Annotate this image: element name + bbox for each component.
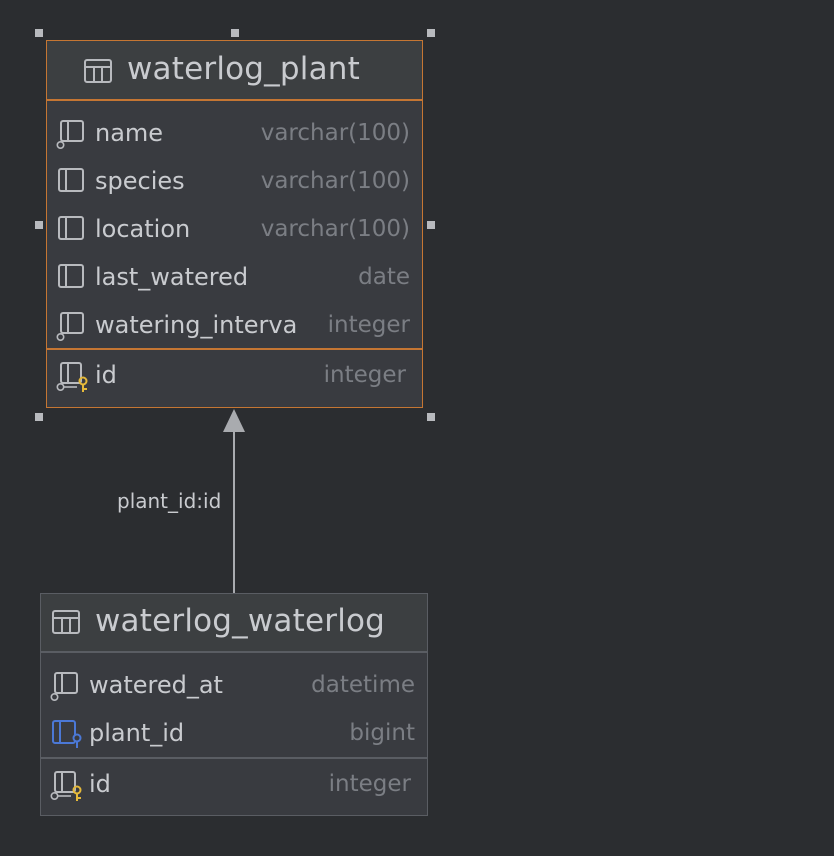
key-row[interactable]: id integer xyxy=(47,351,422,399)
column-name: watering_interva xyxy=(95,311,298,339)
column-row[interactable]: name varchar(100) xyxy=(47,109,422,157)
resize-handle[interactable] xyxy=(427,29,435,37)
resize-handle[interactable] xyxy=(35,413,43,421)
header-divider xyxy=(41,651,427,653)
column-name: name xyxy=(95,119,164,147)
table-header: waterlog_plant xyxy=(47,41,422,99)
relationship-label: plant_id:id xyxy=(117,489,222,513)
column-name: plant_id xyxy=(89,719,185,747)
header-divider xyxy=(47,99,422,101)
keys-divider xyxy=(47,348,422,350)
column-type: bigint xyxy=(349,709,415,757)
column-name: species xyxy=(95,167,185,195)
column-icon xyxy=(58,264,84,288)
table-icon xyxy=(52,610,80,634)
column-type: integer xyxy=(327,301,410,349)
column-name: last_watered xyxy=(95,263,249,291)
keys-divider xyxy=(41,757,427,759)
resize-handle[interactable] xyxy=(231,29,239,37)
column-name: location xyxy=(95,215,191,243)
primary-key-icon xyxy=(50,771,82,801)
arrow-head-icon xyxy=(223,409,245,432)
column-type: varchar(100) xyxy=(260,157,410,205)
foreign-key-icon xyxy=(52,720,82,748)
resize-handle[interactable] xyxy=(35,29,43,37)
column-name: id xyxy=(89,770,111,798)
table-name: waterlog_plant xyxy=(127,51,360,87)
nullable-column-icon xyxy=(56,120,84,149)
column-type: varchar(100) xyxy=(260,109,410,157)
column-icon xyxy=(58,216,84,240)
key-row[interactable]: id integer xyxy=(41,760,427,808)
column-type: datetime xyxy=(311,661,415,709)
column-type: integer xyxy=(328,760,411,808)
table-name: waterlog_waterlog xyxy=(95,603,386,639)
column-row[interactable]: plant_id bigint xyxy=(41,709,427,757)
column-type: date xyxy=(358,253,410,301)
table-waterlog-plant[interactable]: waterlog_plant name varchar(100) species… xyxy=(46,40,423,408)
primary-key-icon xyxy=(56,362,88,392)
column-name: id xyxy=(95,361,117,389)
table-header: waterlog_waterlog xyxy=(41,594,427,651)
column-row[interactable]: species varchar(100) xyxy=(47,157,422,205)
resize-handle[interactable] xyxy=(35,221,43,229)
column-row[interactable]: last_watered date xyxy=(47,253,422,301)
column-type: varchar(100) xyxy=(260,205,410,253)
column-type: integer xyxy=(323,351,406,399)
column-row[interactable]: watered_at datetime xyxy=(41,661,427,709)
column-row[interactable]: watering_interva integer xyxy=(47,301,422,349)
resize-handle[interactable] xyxy=(427,221,435,229)
resize-handle[interactable] xyxy=(427,413,435,421)
nullable-column-icon xyxy=(50,672,78,701)
table-icon xyxy=(84,59,112,83)
table-waterlog-waterlog[interactable]: waterlog_waterlog watered_at datetime pl… xyxy=(40,593,428,816)
nullable-column-icon xyxy=(56,312,84,341)
column-row[interactable]: location varchar(100) xyxy=(47,205,422,253)
column-icon xyxy=(58,168,84,192)
column-name: watered_at xyxy=(89,671,223,699)
